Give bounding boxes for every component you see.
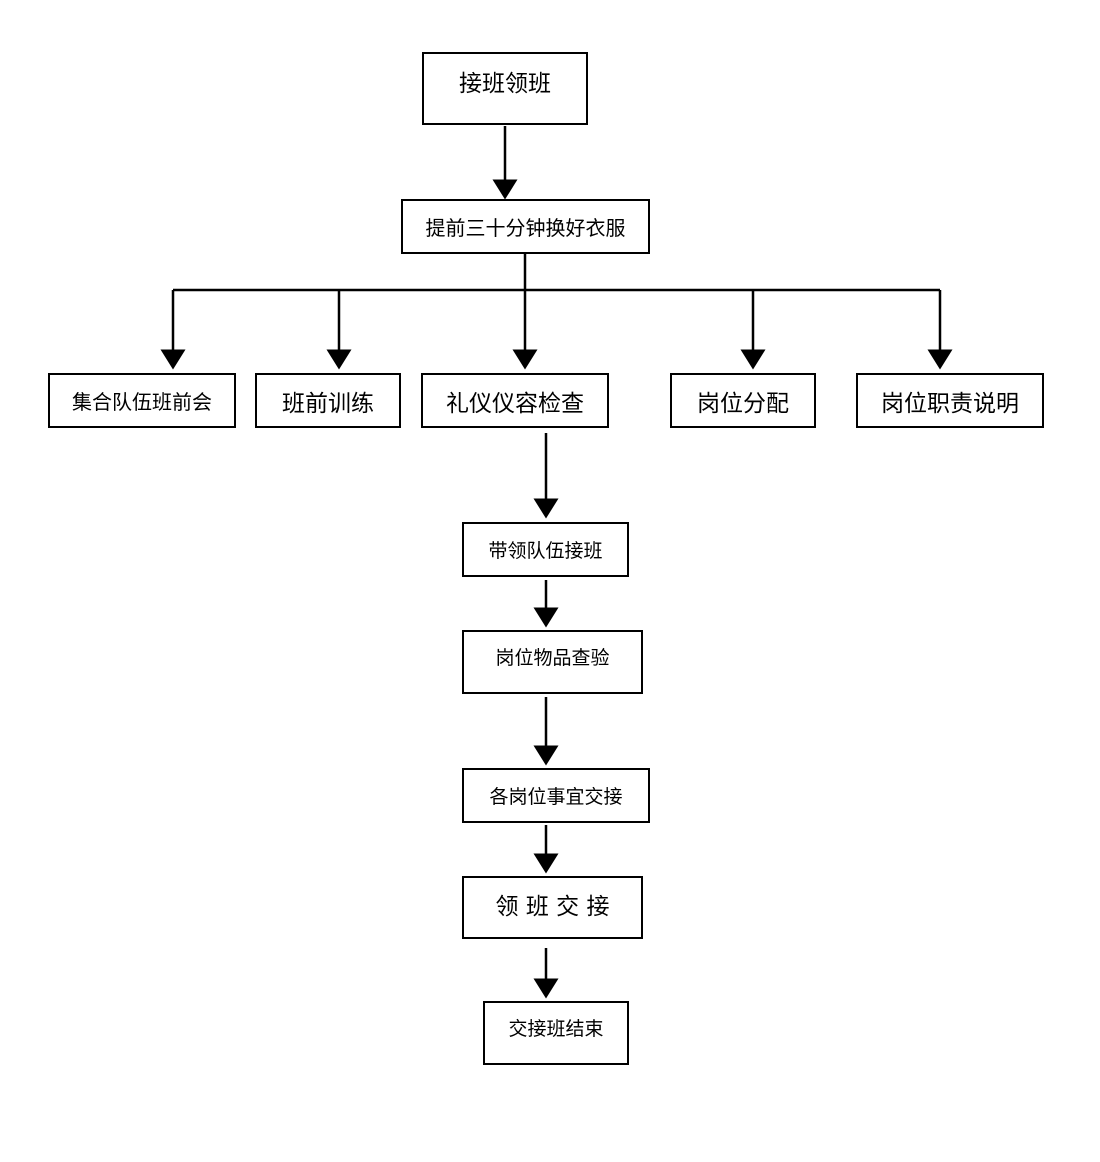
node-inspect-items: 岗位物品查验 xyxy=(462,630,643,694)
node-end-label: 交接班结束 xyxy=(508,1017,604,1040)
node-handover-matters-label: 各岗位事宜交接 xyxy=(489,786,623,808)
node-etiquette-check: 礼仪仪容检查 xyxy=(421,373,609,428)
node-start-label: 接班领班 xyxy=(459,70,551,97)
node-handover-matters: 各岗位事宜交接 xyxy=(462,768,650,823)
node-inspect-items-label: 岗位物品查验 xyxy=(495,646,610,669)
node-pre-shift-training-label: 班前训练 xyxy=(282,390,374,417)
node-lead-team-label: 带领队伍接班 xyxy=(488,540,603,562)
node-post-assignment-label: 岗位分配 xyxy=(697,390,789,417)
node-supervisor-handover: 领 班 交 接 xyxy=(462,876,643,939)
node-post-assignment: 岗位分配 xyxy=(670,373,816,428)
node-etiquette-check-label: 礼仪仪容检查 xyxy=(446,390,584,417)
node-end: 交接班结束 xyxy=(483,1001,629,1065)
node-duty-explanation: 岗位职责说明 xyxy=(856,373,1044,428)
node-supervisor-handover-label: 领 班 交 接 xyxy=(495,893,610,920)
node-duty-explanation-label: 岗位职责说明 xyxy=(881,390,1019,417)
node-pre-shift-training: 班前训练 xyxy=(255,373,401,428)
node-assembly-meeting-label: 集合队伍班前会 xyxy=(72,390,212,414)
node-lead-team: 带领队伍接班 xyxy=(462,522,629,577)
node-change-clothes: 提前三十分钟换好衣服 xyxy=(401,199,650,254)
node-start: 接班领班 xyxy=(422,52,588,125)
node-change-clothes-label: 提前三十分钟换好衣服 xyxy=(425,216,626,240)
node-assembly-meeting: 集合队伍班前会 xyxy=(48,373,236,428)
